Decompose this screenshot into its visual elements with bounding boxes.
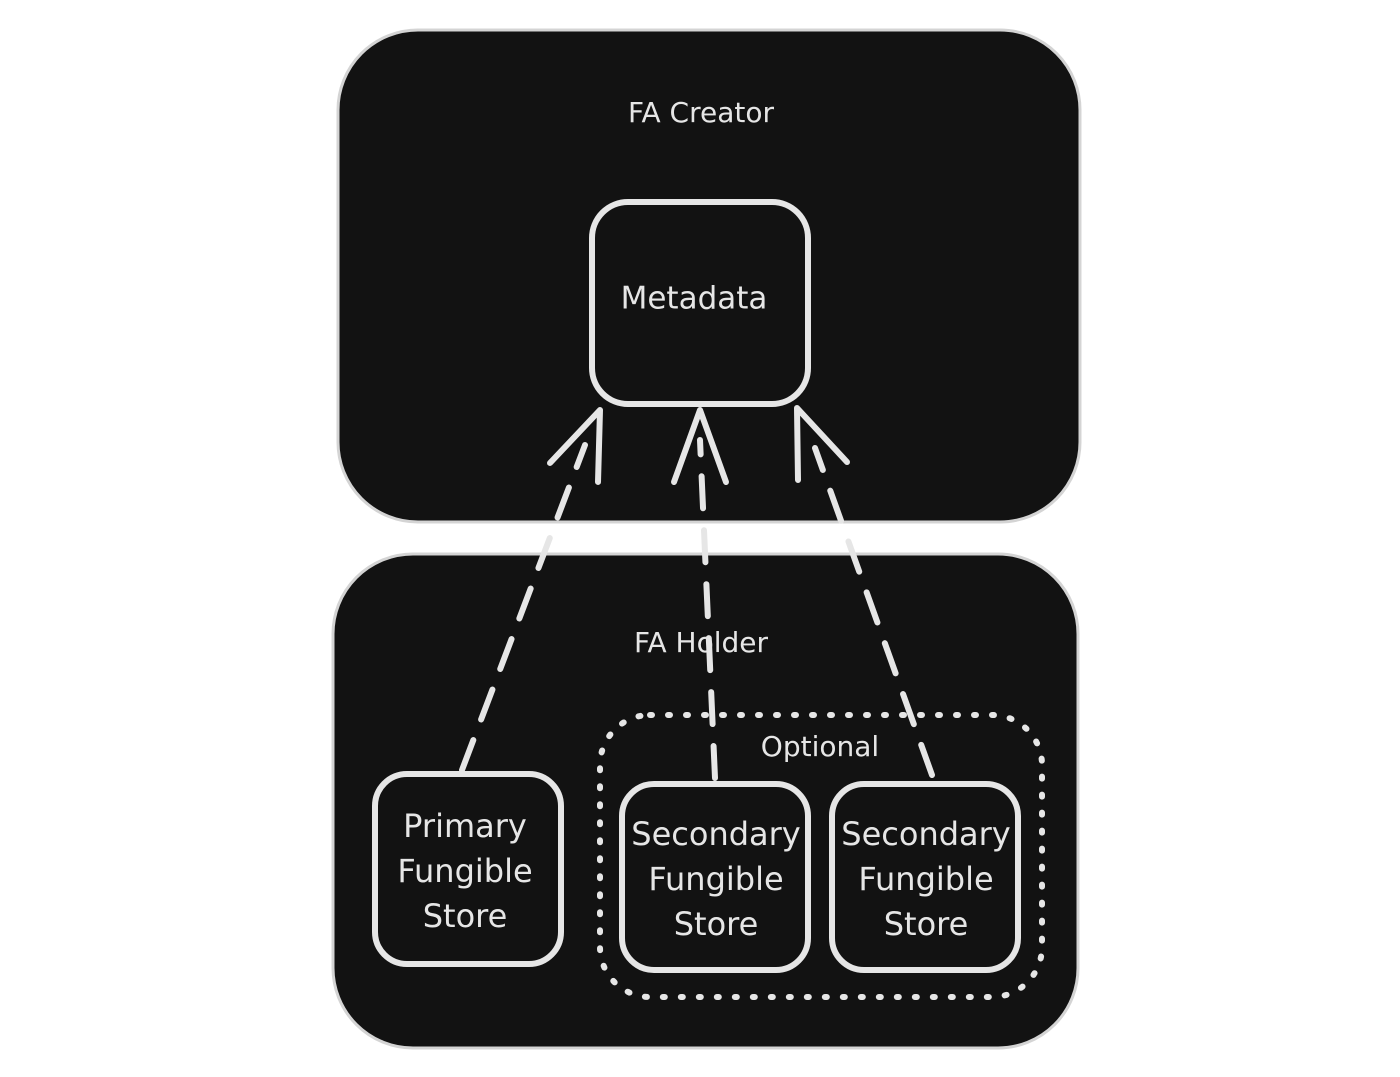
secondary-store-2-label-line-1: Secondary	[841, 815, 1010, 853]
secondary-fungible-store-box-2	[829, 781, 1021, 973]
primary-store-label-line-3: Store	[423, 897, 508, 935]
primary-fungible-store-node: Primary Fungible Store	[372, 771, 564, 967]
edge-primary-to-metadata-line	[459, 442, 588, 773]
secondary-fungible-store-node-2: Secondary Fungible Store	[829, 781, 1021, 973]
fa-creator-background	[336, 28, 1082, 524]
primary-fungible-store-box	[372, 771, 564, 967]
secondary-store-1-label-line-2: Fungible	[648, 860, 783, 898]
metadata-node: Metadata	[589, 199, 811, 407]
fa-holder-label: FA Holder	[634, 626, 769, 659]
optional-label: Optional	[761, 730, 879, 763]
edge-secondary-2-to-metadata-line	[812, 445, 935, 778]
optional-group-border	[597, 712, 1045, 1000]
edge-primary-to-metadata	[459, 407, 603, 773]
secondary-store-2-label-line-3: Store	[884, 905, 969, 943]
metadata-label: Metadata	[621, 281, 768, 317]
edge-primary-to-metadata-arrowhead	[547, 407, 603, 485]
fa-creator-panel: FA Creator	[336, 28, 1082, 524]
secondary-fungible-store-box-1	[619, 781, 811, 973]
secondary-store-1-label-line-1: Secondary	[631, 815, 800, 853]
edge-secondary-2-to-metadata-arrowhead	[794, 405, 850, 483]
primary-store-label-line-2: Fungible	[397, 852, 532, 890]
optional-group: Optional	[597, 712, 1045, 1000]
edge-secondary-1-to-metadata-arrowhead	[671, 407, 729, 485]
edge-secondary-2-to-metadata	[794, 405, 935, 778]
fa-creator-label: FA Creator	[628, 96, 775, 129]
secondary-store-1-label-line-3: Store	[674, 905, 759, 943]
edge-secondary-1-to-metadata-line	[697, 437, 718, 781]
fa-holder-panel: FA Holder	[331, 552, 1080, 1050]
secondary-store-2-label-line-2: Fungible	[858, 860, 993, 898]
metadata-box	[589, 199, 811, 407]
edge-secondary-1-to-metadata	[671, 407, 729, 781]
primary-store-label-line-1: Primary	[403, 807, 527, 845]
secondary-fungible-store-node-1: Secondary Fungible Store	[619, 781, 811, 973]
